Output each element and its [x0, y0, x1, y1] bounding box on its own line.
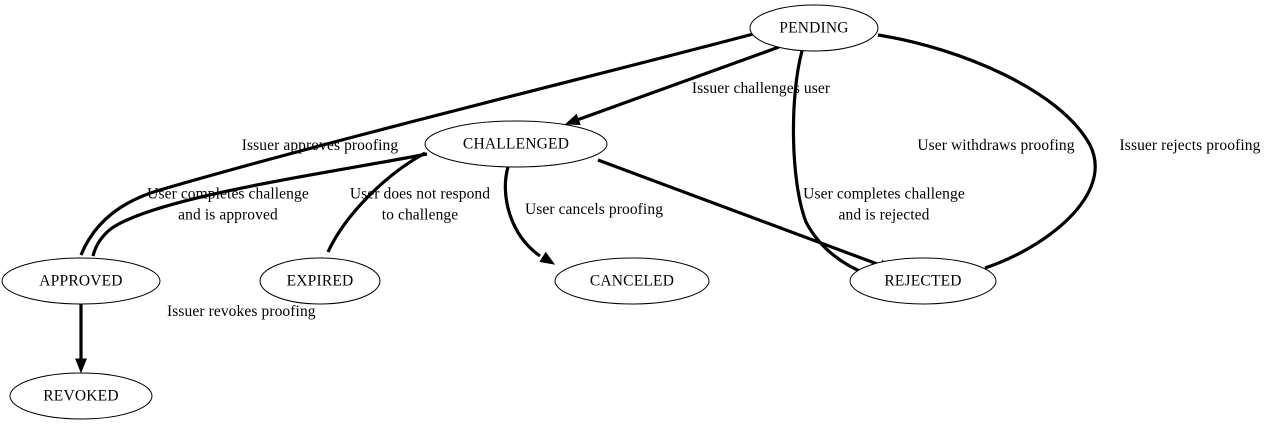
edge-label: and is rejected [838, 207, 929, 224]
state-node-shape[interactable] [1, 257, 161, 305]
edges-layer: Issuer approves proofing Issuer challenge… [75, 32, 1261, 374]
state-node-shape[interactable] [849, 257, 997, 305]
edge-path [79, 32, 754, 256]
edge-challenged-expired: User does not respond to challenge [311, 151, 490, 273]
edge-label: User completes challenge [147, 186, 309, 203]
state-node-label: CHALLENGED [463, 136, 569, 153]
edge-arrowhead [539, 251, 556, 265]
state-node-label: CANCELED [590, 273, 674, 290]
edge-pending-approved: Issuer approves proofing [77, 32, 754, 273]
edge-path [791, 50, 868, 276]
state-node-label: REVOKED [43, 388, 118, 405]
edge-label: to challenge [382, 207, 459, 224]
state-node-canceled[interactable]: CANCELED [554, 257, 710, 305]
state-node-label: APPROVED [39, 273, 122, 290]
state-node-shape[interactable] [9, 372, 153, 420]
edge-label: User cancels proofing [525, 201, 663, 218]
state-node-approved[interactable]: APPROVED [1, 257, 161, 305]
edge-path [877, 33, 1097, 270]
edge-label: User does not respond [350, 186, 490, 203]
edge-challenged-rejected: User completes challenge and is rejected [597, 158, 965, 271]
edge-label: User completes challenge [803, 186, 965, 203]
edge-pending-rejected: Issuer rejects proofing [877, 33, 1261, 283]
edge-arrowhead [564, 113, 581, 125]
nodes-layer: PENDING CHALLENGED APPROVED EXPIRED CANCELED… [1, 4, 997, 420]
state-node-label: EXPIRED [287, 273, 354, 290]
state-node-shape[interactable] [749, 4, 879, 52]
state-node-rejected[interactable]: REJECTED [849, 257, 997, 305]
edge-challenged-canceled: User cancels proofing [503, 166, 663, 265]
edge-pending-challenged: Issuer challenges user [564, 45, 831, 125]
state-node-label: PENDING [779, 20, 848, 37]
edge-path [91, 152, 428, 257]
state-node-shape[interactable] [554, 257, 710, 305]
edge-label: and is approved [178, 207, 278, 224]
edge-label: User withdraws proofing [917, 137, 1074, 154]
edge-label: Issuer rejects proofing [1120, 137, 1261, 154]
edge-label: Issuer revokes proofing [167, 303, 316, 320]
state-node-label: REJECTED [884, 273, 961, 290]
state-node-expired[interactable]: EXPIRED [259, 257, 381, 305]
state-node-challenged[interactable]: CHALLENGED [424, 120, 608, 168]
edge-path [503, 166, 541, 258]
state-node-shape[interactable] [424, 120, 608, 168]
edge-label: Issuer challenges user [692, 80, 831, 97]
edge-challenged-approved: User completes challenge and is approved [88, 152, 428, 274]
edge-path [597, 158, 881, 267]
edge-approved-revoked: Issuer revokes proofing [75, 303, 316, 374]
state-node-shape[interactable] [259, 257, 381, 305]
edge-path [576, 45, 780, 122]
state-node-revoked[interactable]: REVOKED [9, 372, 153, 420]
edge-path [326, 151, 426, 253]
state-node-pending[interactable]: PENDING [749, 4, 879, 52]
edge-arrowhead [75, 358, 87, 374]
edge-label: Issuer approves proofing [242, 137, 399, 154]
